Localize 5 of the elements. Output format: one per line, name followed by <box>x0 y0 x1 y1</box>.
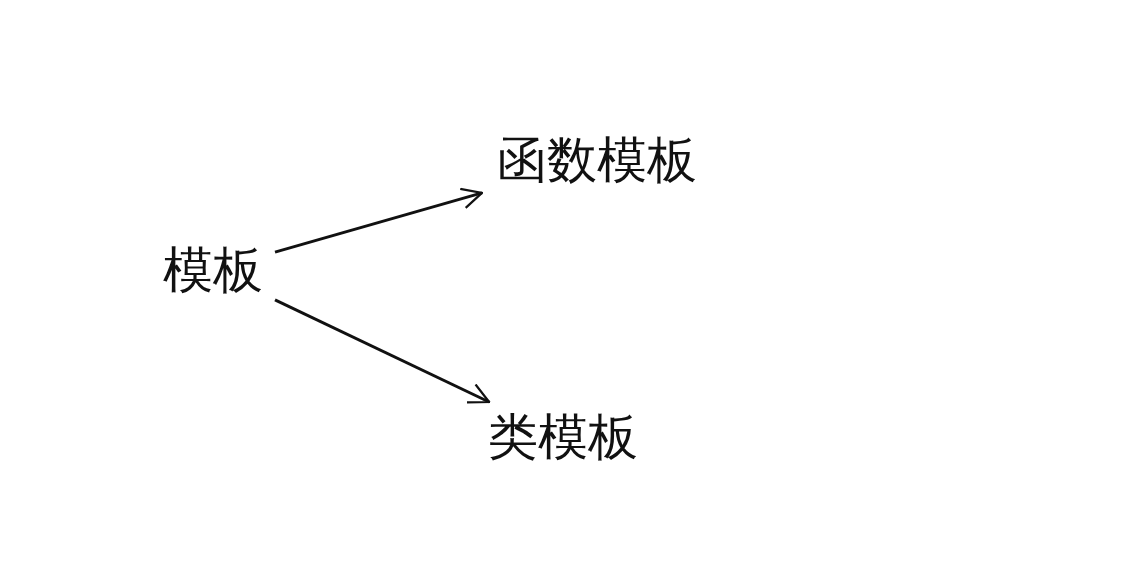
node-label: 函数模板 <box>482 125 712 195</box>
arrow <box>274 187 484 254</box>
node-label: 模板 <box>150 235 275 305</box>
arrow <box>274 298 491 404</box>
node-label: 类模板 <box>475 402 650 472</box>
